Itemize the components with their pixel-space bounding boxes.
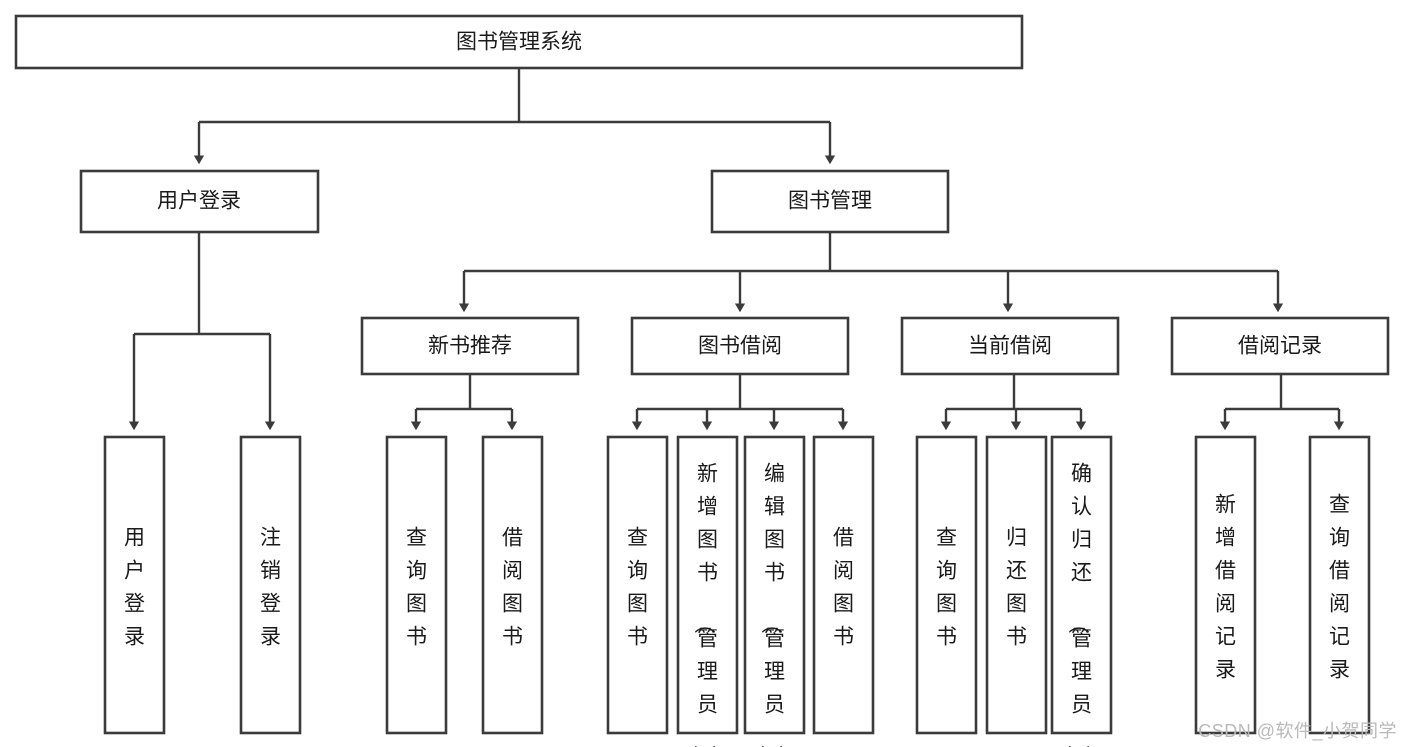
leaf-query-book-1-label: 查询图书 [406, 527, 427, 649]
node-label-borrow-record: 借阅记录 [1238, 335, 1322, 358]
leaf-borrow-book-2-box[interactable] [812, 435, 875, 735]
node-box-book-borrow[interactable] [630, 316, 850, 376]
node-label-new-book-recommend: 新书推荐 [428, 335, 512, 358]
node-label-book-borrow: 图书借阅 [698, 335, 782, 358]
leaf-query-record-label: 查询借阅记录 [1329, 494, 1350, 682]
node-box-current-borrow[interactable] [900, 316, 1120, 376]
node-book-manage[interactable]: 图书管理 [710, 169, 950, 234]
leaf-add-record-box[interactable] [1194, 435, 1257, 735]
node-book-borrow[interactable]: 图书借阅 [630, 316, 850, 376]
leaf-edit-book-label: 编辑图书（管理员） [759, 463, 785, 747]
node-label-current-borrow: 当前借阅 [968, 335, 1052, 358]
node-box-new-book-recommend[interactable] [360, 316, 580, 376]
leaf-query-book-1[interactable]: 查询图书 [385, 435, 448, 735]
leaf-user-login[interactable]: 用户登录 [103, 435, 166, 735]
leaf-user-login-label: 用户登录 [124, 527, 145, 649]
csdn-watermark: CSDN @软件_小贺同学 [1198, 721, 1397, 741]
leaf-edit-book[interactable]: 编辑图书（管理员） [743, 435, 806, 747]
node-current-borrow[interactable]: 当前借阅 [900, 316, 1120, 376]
leaf-logout-label: 注销登录 [260, 527, 281, 649]
leaf-return-book-label: 归还图书 [1006, 527, 1027, 649]
leaf-borrow-book-1-box[interactable] [481, 435, 544, 735]
leaf-return-book[interactable]: 归还图书 [985, 435, 1048, 735]
leaf-edit-book-box[interactable] [743, 435, 806, 735]
node-system-root[interactable]: 图书管理系统 [14, 14, 1024, 70]
leaf-node-layer: 用户登录 注销登录 查询图书 借阅图书 查询图书 新增图书（管理员） 编辑图书（管理员） 借阅… [103, 435, 1371, 747]
leaf-query-book-2-label: 查询图书 [627, 527, 648, 649]
node-label-root: 图书管理系统 [456, 31, 582, 54]
node-box-book-manage[interactable] [710, 169, 950, 234]
leaf-add-book-box[interactable] [676, 435, 739, 735]
node-borrow-record[interactable]: 借阅记录 [1170, 316, 1390, 376]
leaf-user-login-box[interactable] [103, 435, 166, 735]
node-box-borrow-record[interactable] [1170, 316, 1390, 376]
node-box-root[interactable] [14, 14, 1024, 70]
node-layer: 图书管理系统 用户登录 图书管理 新书推荐 图书借阅 [14, 14, 1390, 376]
leaf-query-book-3-label: 查询图书 [936, 527, 957, 649]
leaf-borrow-book-1-label: 借阅图书 [502, 527, 523, 649]
leaf-query-book-2[interactable]: 查询图书 [606, 435, 669, 735]
leaf-query-book-1-box[interactable] [385, 435, 448, 735]
leaf-query-book-2-box[interactable] [606, 435, 669, 735]
leaf-logout[interactable]: 注销登录 [239, 435, 302, 735]
node-new-book-recommend[interactable]: 新书推荐 [360, 316, 580, 376]
leaf-query-record-box[interactable] [1308, 435, 1371, 735]
node-user-login[interactable]: 用户登录 [79, 169, 320, 234]
leaf-borrow-book-2-label: 借阅图书 [833, 527, 854, 649]
leaf-confirm-return-label: 确认归还（管理员） [1066, 463, 1092, 747]
leaf-return-book-box[interactable] [985, 435, 1048, 735]
leaf-borrow-book-1[interactable]: 借阅图书 [481, 435, 544, 735]
leaf-add-record[interactable]: 新增借阅记录 [1194, 435, 1257, 735]
leaf-query-book-3-box[interactable] [915, 435, 978, 735]
leaf-add-book-label: 新增图书（管理员） [692, 463, 718, 747]
leaf-query-record[interactable]: 查询借阅记录 [1308, 435, 1371, 735]
leaf-query-book-3[interactable]: 查询图书 [915, 435, 978, 735]
leaf-logout-box[interactable] [239, 435, 302, 735]
node-label-user-login: 用户登录 [157, 190, 241, 213]
node-label-book-manage: 图书管理 [788, 190, 872, 213]
leaf-add-record-label: 新增借阅记录 [1215, 494, 1236, 682]
node-box-user-login[interactable] [79, 169, 320, 234]
leaf-confirm-return-box[interactable] [1050, 435, 1113, 735]
connector-layer [128, 68, 1345, 431]
leaf-borrow-book-2[interactable]: 借阅图书 [812, 435, 875, 735]
leaf-add-book[interactable]: 新增图书（管理员） [676, 435, 739, 747]
leaf-confirm-return[interactable]: 确认归还（管理员） [1050, 435, 1113, 747]
